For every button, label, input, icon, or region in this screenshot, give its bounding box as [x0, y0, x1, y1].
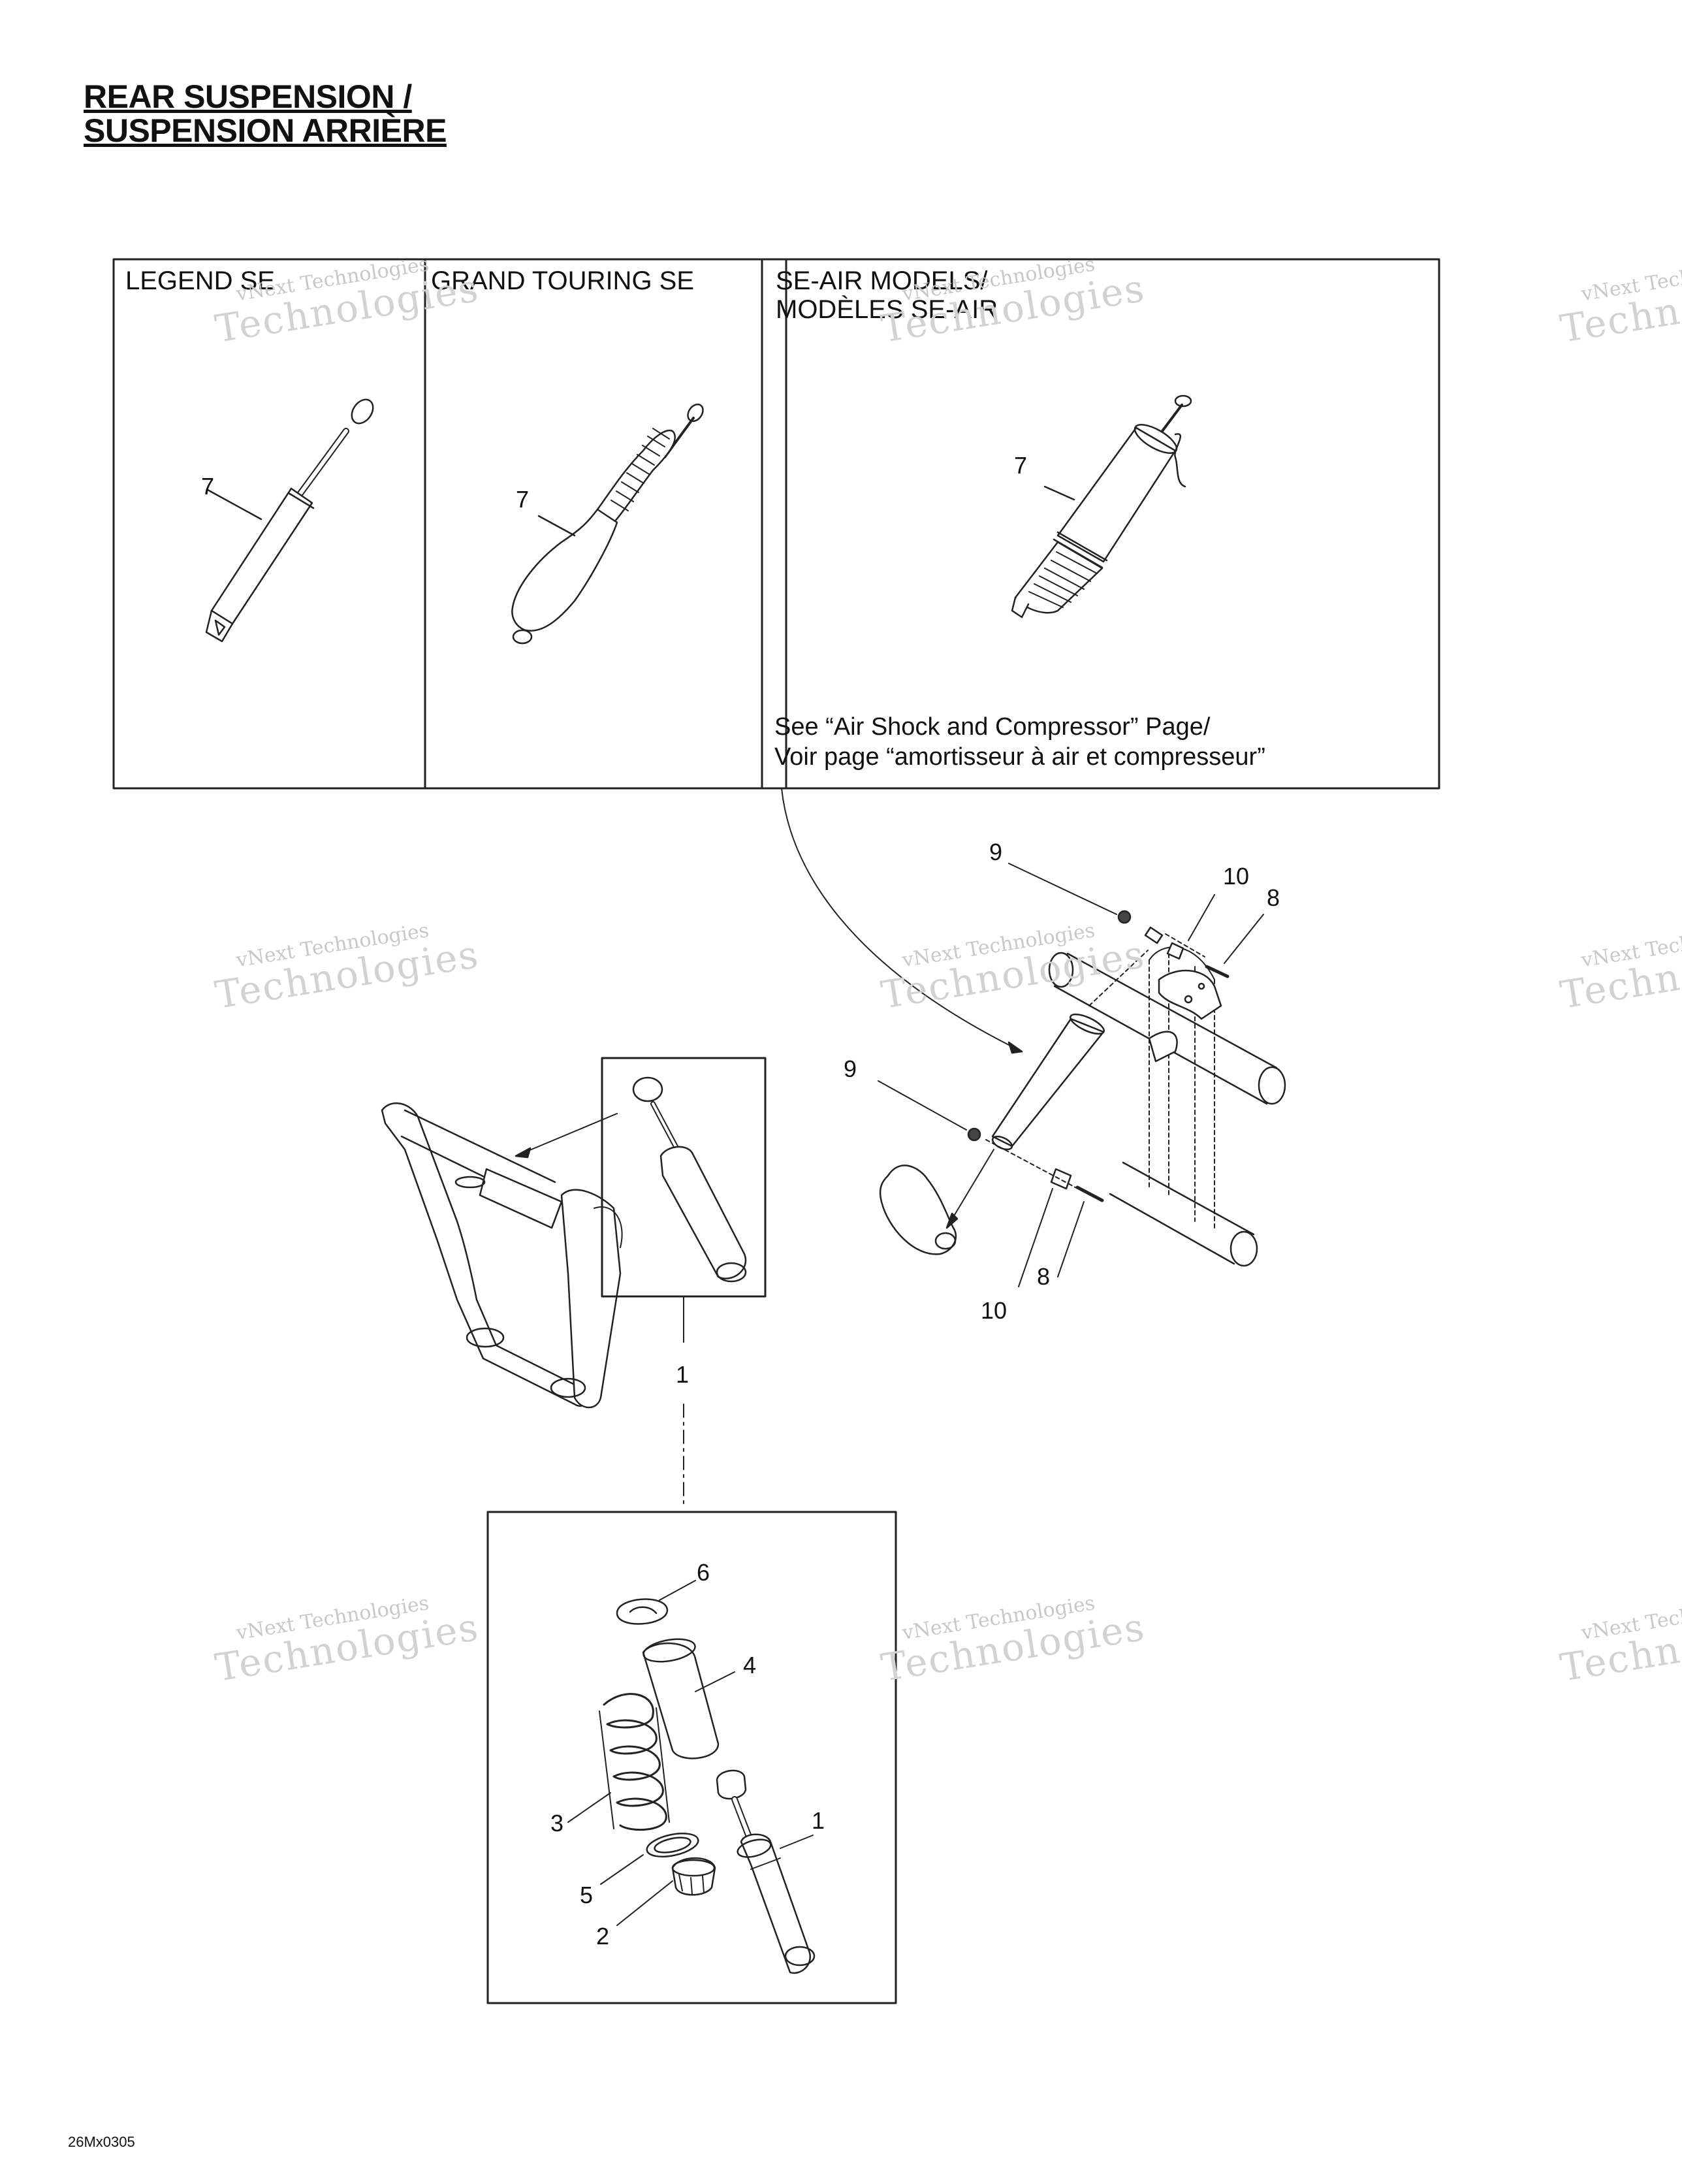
- callout-8-bottom: 8: [1037, 1263, 1051, 1290]
- note-line-2: Voir page “amortisseur à air et compress…: [774, 743, 1265, 771]
- title-line-2: SUSPENSION ARRIÈRE: [84, 112, 447, 149]
- page-title: REAR SUSPENSION / SUSPENSION ARRIÈRE: [84, 80, 447, 148]
- drawing-code: 26Mx0305: [68, 2134, 135, 2150]
- callout-9-bottom: 9: [844, 1055, 857, 1082]
- callout-10-bottom: 10: [981, 1297, 1008, 1324]
- callout-7-grand-touring: 7: [516, 486, 530, 513]
- panel-label-se-air-line-1: SE-AIR MODELS/: [776, 266, 988, 295]
- callout-6: 6: [697, 1559, 710, 1586]
- callout-7-se-air: 7: [1014, 452, 1028, 479]
- callout-1-assembly: 1: [676, 1361, 690, 1388]
- callout-9-top: 9: [989, 839, 1003, 865]
- detail-leader: [488, 1296, 896, 2003]
- panel-label-grand-touring-se: GRAND TOURING SE: [431, 266, 695, 295]
- se-air-shock: [1012, 396, 1191, 617]
- reference-arrow: [782, 788, 1022, 1053]
- callout-leaders: [878, 863, 1263, 1287]
- note-line-1: See “Air Shock and Compressor” Page/: [774, 713, 1211, 741]
- rear-arm-assembly: [880, 911, 1285, 1266]
- grand-touring-shock: [512, 402, 706, 643]
- legend-se-shock: [206, 396, 377, 641]
- suspension-frame: [382, 1103, 622, 1407]
- front-shock-detail: [602, 1058, 765, 1296]
- air-shock-reference-note: See “Air Shock and Compressor” Page/ Voi…: [774, 712, 1265, 772]
- callout-7-legend: 7: [201, 473, 215, 500]
- callout-8-top: 8: [1267, 884, 1280, 911]
- callout-10-top: 10: [1223, 863, 1250, 890]
- callout-1-shock: 1: [812, 1807, 825, 1834]
- callout-5: 5: [580, 1882, 594, 1908]
- title-line-1: REAR SUSPENSION /: [84, 78, 412, 115]
- shock-components: [568, 1581, 814, 1973]
- panel-label-se-air-line-2: MODÈLES SE-AIR: [776, 295, 998, 324]
- callout-4: 4: [743, 1652, 757, 1678]
- panel-label-legend-se: LEGEND SE: [125, 266, 275, 295]
- callout-3: 3: [550, 1810, 564, 1837]
- callout-2: 2: [596, 1923, 610, 1950]
- model-variants-panel: [114, 259, 1439, 788]
